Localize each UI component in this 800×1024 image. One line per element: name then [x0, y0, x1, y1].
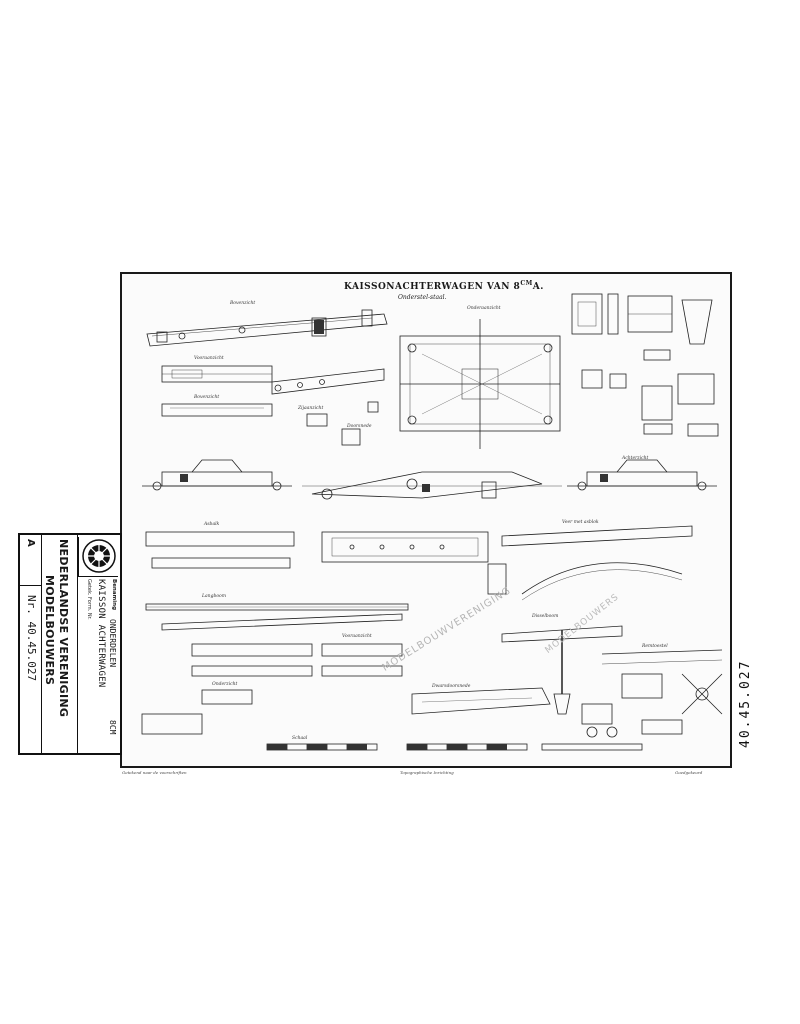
- drawing-sheet: KAISSONACHTERWAGEN VAN 8CMA. Onderstel-s…: [120, 272, 732, 768]
- title-block: Benaming ONDERDELEN 8CM KAISSON ACHTERWA…: [18, 533, 122, 755]
- title-row: Getek. Form. Nr.: [86, 579, 92, 620]
- label-underside: Onderzicht: [212, 682, 238, 687]
- title-label: Benaming: [111, 579, 117, 611]
- label-long-beam: Langboom: [202, 594, 227, 599]
- logo-icon: [78, 537, 118, 577]
- label-spring: Veer met asblok: [562, 520, 599, 525]
- label-rear-view: Achterzicht: [622, 456, 649, 461]
- label-side-view: Zijaanzicht: [298, 406, 324, 411]
- title-divider-2: [41, 535, 42, 753]
- title-block-wrapper: Benaming ONDERDELEN 8CM KAISSON ACHTERWA…: [18, 533, 122, 755]
- sheet-subtitle: Onderstel-staal.: [398, 294, 447, 301]
- label-scale: Schaal: [292, 736, 308, 741]
- label-brake: Remtoestel: [642, 644, 668, 649]
- sheet-title-end: A.: [532, 282, 544, 292]
- label-front-view: Vooraanzicht: [194, 356, 224, 361]
- technical-drawing: [141, 293, 723, 751]
- side-code: 40.45.027: [738, 659, 753, 748]
- org-line-2: MODELBOUWERS: [43, 575, 56, 686]
- label-pole: Disselboom: [532, 614, 559, 619]
- title-caliber: 8CM: [108, 720, 117, 735]
- footer-left: Getekend naar de voorschriften: [122, 770, 187, 775]
- label-bottom-view: Onderaanzicht: [467, 306, 501, 311]
- label-front-view-2: Vooraanzicht: [342, 634, 372, 639]
- label-top-view: Bovenzicht: [230, 301, 256, 306]
- title-vline: [20, 585, 42, 586]
- sheet-title: KAISSONACHTERWAGEN VAN 8CMA.: [344, 280, 544, 292]
- org-line-1: NEDERLANDSE VERENIGING: [57, 539, 70, 718]
- title-divider: [77, 535, 78, 753]
- footer-right: Goedgekeurd: [675, 770, 703, 775]
- label-top-view-2: Bovenzicht: [194, 395, 220, 400]
- sheet-title-text: KAISSONACHTERWAGEN VAN 8: [344, 282, 521, 292]
- label-axle-beam: Asbalk: [204, 522, 220, 527]
- label-cross-section: Dwarsdoorsnede: [432, 684, 471, 689]
- sheet-letter: A: [25, 539, 36, 547]
- label-section: Doorsnede: [347, 424, 372, 429]
- footer-mid: Topographische Inrichting: [400, 770, 454, 775]
- sheet-title-sup: CM: [520, 280, 533, 287]
- title-name: KAISSON ACHTERWAGEN: [96, 579, 106, 688]
- drawing-number: Nr. 40.45.027: [25, 595, 38, 682]
- title-part: ONDERDELEN: [108, 619, 117, 668]
